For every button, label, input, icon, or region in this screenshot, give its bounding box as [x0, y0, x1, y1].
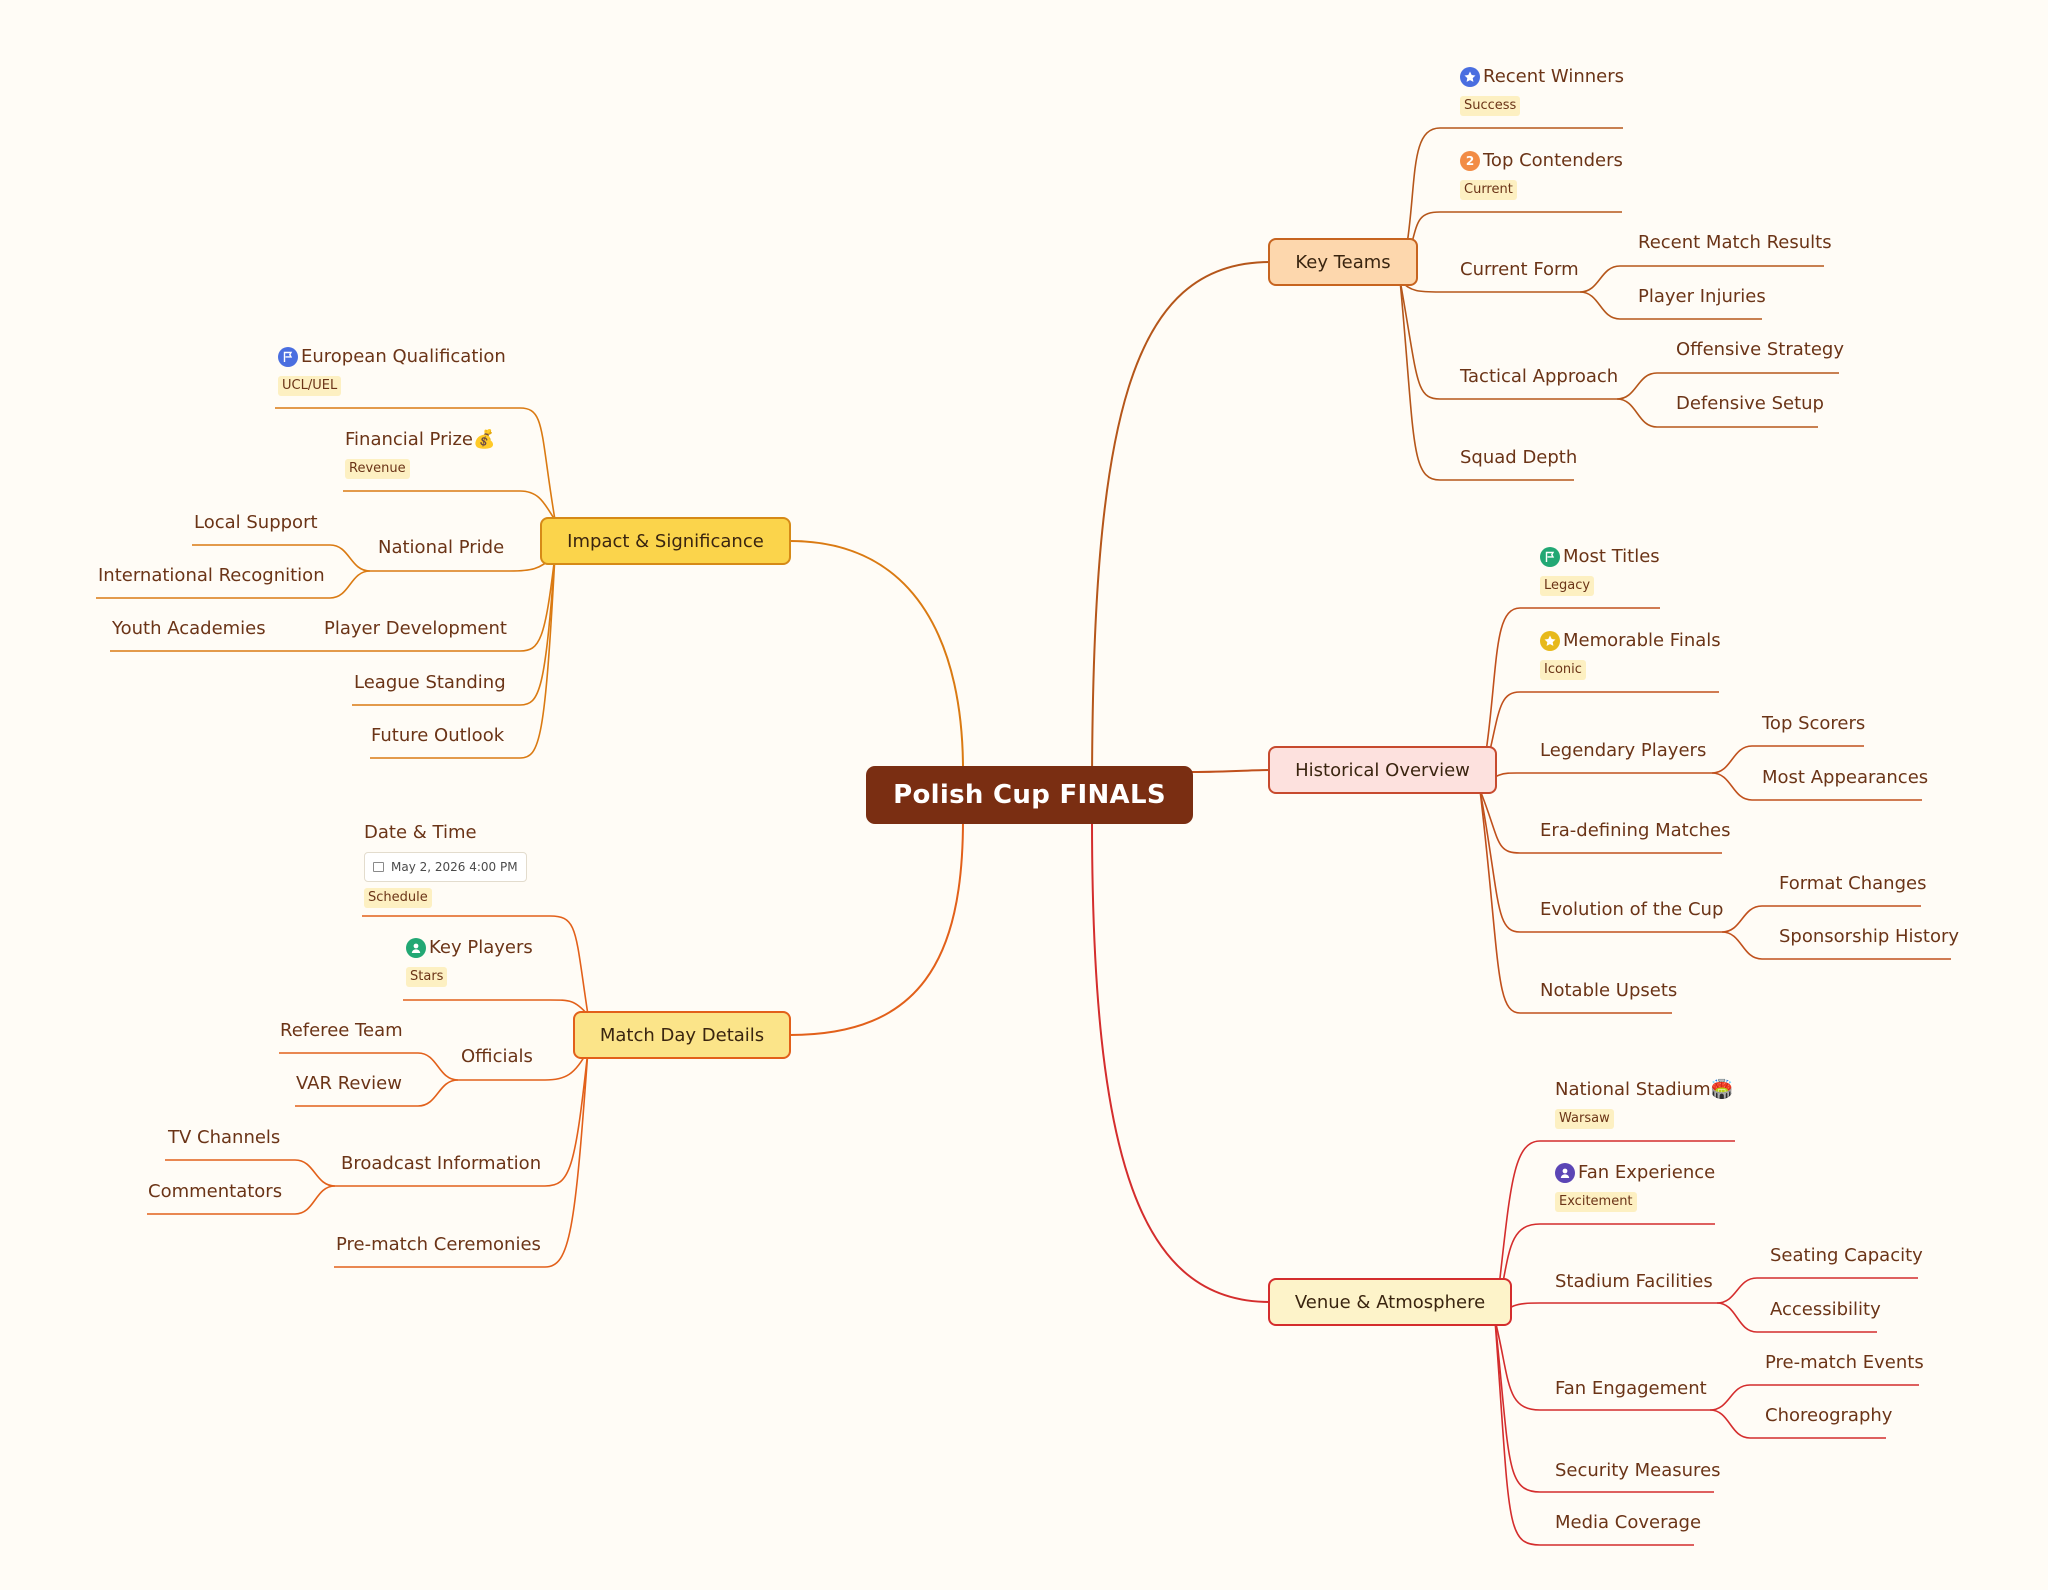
topic-current-form[interactable]: Current Form [1460, 259, 1579, 280]
topic-league-standing[interactable]: League Standing [354, 672, 506, 693]
topic-choreography[interactable]: Choreography [1765, 1405, 1893, 1426]
branch-key-teams[interactable]: Key Teams [1268, 238, 1418, 286]
flag-badge-icon [278, 347, 298, 367]
tag-iconic: Iconic [1540, 660, 1586, 680]
topic-defensive-setup[interactable]: Defensive Setup [1676, 393, 1824, 414]
topic-squad-depth[interactable]: Squad Depth [1460, 447, 1578, 468]
topic-date-time[interactable]: Date & Time [364, 822, 477, 843]
topic-referee-team[interactable]: Referee Team [280, 1020, 403, 1041]
topic-prematch-events[interactable]: Pre-match Events [1765, 1352, 1924, 1373]
topic-fan-engagement[interactable]: Fan Engagement [1555, 1378, 1707, 1399]
user-badge-icon [1555, 1163, 1575, 1183]
tag-success: Success [1460, 96, 1521, 116]
topic-prematch-ceremonies[interactable]: Pre-match Ceremonies [336, 1234, 541, 1255]
topic-international-recognition[interactable]: International Recognition [98, 565, 325, 586]
topic-sponsorship-history[interactable]: Sponsorship History [1779, 926, 1960, 947]
topic-financial-prize[interactable]: Financial Prize💰 [345, 429, 496, 450]
central-topic[interactable]: Polish Cup FINALS [866, 766, 1193, 824]
flag-badge-icon [1540, 547, 1560, 567]
link-root-impact [789, 540, 964, 771]
topic-key-players[interactable]: Key Players [406, 937, 533, 959]
topic-tactical-approach[interactable]: Tactical Approach [1460, 366, 1619, 387]
topic-most-titles[interactable]: Most Titles [1540, 546, 1660, 568]
tag-legacy: Legacy [1540, 576, 1595, 596]
topic-memorable-finals[interactable]: Memorable Finals [1540, 630, 1721, 652]
topic-legendary-players[interactable]: Legendary Players [1540, 740, 1707, 761]
topic-seating-capacity[interactable]: Seating Capacity [1770, 1245, 1923, 1266]
number-two-icon: 2 [1460, 151, 1480, 171]
branch-venue-atmosphere[interactable]: Venue & Atmosphere [1268, 1278, 1512, 1326]
star-badge-icon [1540, 631, 1560, 651]
date-time-field[interactable]: May 2, 2026 4:00 PM [364, 852, 527, 882]
tag-revenue: Revenue [345, 459, 410, 479]
tag-schedule: Schedule [364, 888, 432, 908]
topic-evolution-of-the-cup[interactable]: Evolution of the Cup [1540, 899, 1724, 920]
topic-format-changes[interactable]: Format Changes [1779, 873, 1927, 894]
calendar-icon [373, 862, 384, 872]
topic-youth-academies[interactable]: Youth Academies [112, 618, 266, 639]
link-root-key-teams [1091, 261, 1271, 796]
branch-historical-overview[interactable]: Historical Overview [1268, 746, 1497, 794]
topic-player-development[interactable]: Player Development [324, 618, 507, 639]
tag-ucl-uel: UCL/UEL [278, 376, 342, 396]
topic-future-outlook[interactable]: Future Outlook [371, 725, 505, 746]
topic-tv-channels[interactable]: TV Channels [168, 1127, 281, 1148]
topic-european-qualification[interactable]: European Qualification [278, 346, 506, 368]
link-root-match-day [789, 819, 964, 1036]
topic-officials[interactable]: Officials [461, 1046, 533, 1067]
topic-media-coverage[interactable]: Media Coverage [1555, 1512, 1702, 1533]
topic-fan-experience[interactable]: Fan Experience [1555, 1162, 1715, 1184]
topic-national-pride[interactable]: National Pride [378, 537, 505, 558]
topic-recent-match-results[interactable]: Recent Match Results [1638, 232, 1832, 253]
topic-offensive-strategy[interactable]: Offensive Strategy [1676, 339, 1845, 360]
branch-impact-significance[interactable]: Impact & Significance [540, 517, 791, 565]
topic-top-scorers[interactable]: Top Scorers [1762, 713, 1866, 734]
link-root-historical [1191, 769, 1271, 773]
topic-most-appearances[interactable]: Most Appearances [1762, 767, 1929, 788]
link-root-venue [1091, 819, 1271, 1303]
topic-national-stadium[interactable]: National Stadium🏟️ [1555, 1079, 1734, 1100]
user-badge-icon [406, 938, 426, 958]
topic-notable-upsets[interactable]: Notable Upsets [1540, 980, 1678, 1001]
topic-accessibility[interactable]: Accessibility [1770, 1299, 1881, 1320]
topic-stadium-facilities[interactable]: Stadium Facilities [1555, 1271, 1713, 1292]
tag-current: Current [1460, 180, 1517, 200]
topic-security-measures[interactable]: Security Measures [1555, 1460, 1721, 1481]
topic-var-review[interactable]: VAR Review [296, 1073, 402, 1094]
branch-match-day-details[interactable]: Match Day Details [573, 1011, 791, 1059]
topic-local-support[interactable]: Local Support [194, 512, 318, 533]
tag-stars: Stars [406, 967, 448, 987]
topic-recent-winners[interactable]: Recent Winners [1460, 66, 1624, 88]
star-badge-icon [1460, 67, 1480, 87]
topic-era-defining-matches[interactable]: Era-defining Matches [1540, 820, 1731, 841]
tag-excitement: Excitement [1555, 1192, 1637, 1212]
tag-warsaw: Warsaw [1555, 1109, 1614, 1129]
topic-broadcast-information[interactable]: Broadcast Information [341, 1153, 542, 1174]
topic-player-injuries[interactable]: Player Injuries [1638, 286, 1766, 307]
topic-commentators[interactable]: Commentators [148, 1181, 283, 1202]
